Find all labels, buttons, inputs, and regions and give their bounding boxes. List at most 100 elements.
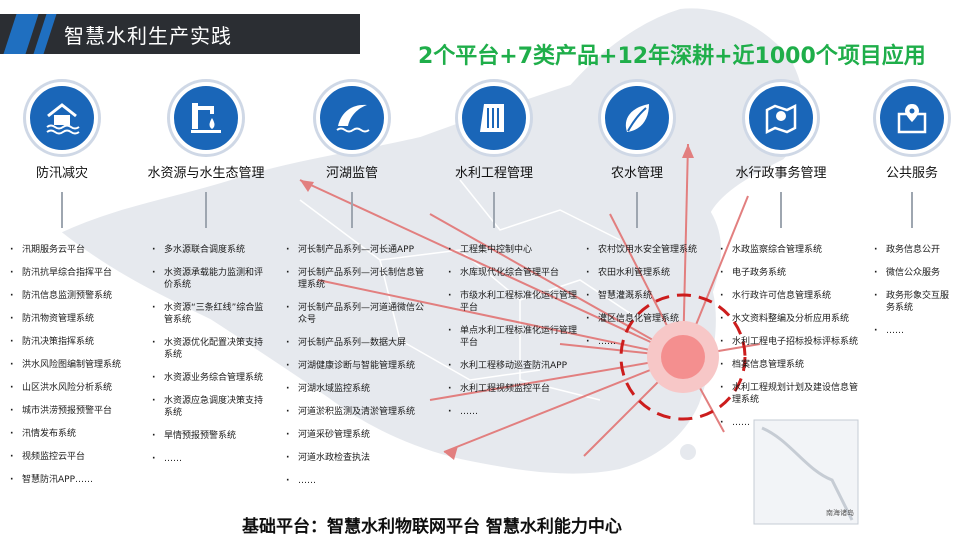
connector-line bbox=[205, 192, 207, 228]
list-item: …… bbox=[150, 453, 270, 465]
category-icon-circle bbox=[170, 82, 242, 154]
list-item: 智慧防汛APP…… bbox=[8, 474, 136, 486]
category-icon-circle bbox=[316, 82, 388, 154]
taiwan-shape bbox=[680, 444, 696, 460]
category-river-lake: 河湖监管 bbox=[282, 82, 422, 181]
list-item: …… bbox=[872, 325, 956, 337]
connector-line bbox=[61, 192, 63, 228]
list-item: 水利工程视频监控平台 bbox=[446, 383, 578, 395]
item-list: 农村饮用水安全管理系统 农田水利管理系统 智慧灌溉系统 灌区信息化管理系统 …… bbox=[584, 244, 718, 359]
category-water-resources: 水资源与水生态管理 bbox=[136, 82, 276, 181]
list-item: 工程集中控制中心 bbox=[446, 244, 578, 256]
inset-coast bbox=[761, 426, 854, 521]
category-icon-circle bbox=[458, 82, 530, 154]
category-label: 水行政事务管理 bbox=[735, 166, 827, 181]
list-item: 智慧灌溉系统 bbox=[584, 290, 718, 302]
list-item: 水资源优化配置决策支持系统 bbox=[150, 337, 270, 361]
list-item: 水利工程移动巡查防汛APP bbox=[446, 360, 578, 372]
south-sea-inset bbox=[753, 419, 859, 525]
connector-line bbox=[493, 192, 495, 228]
list-item: 政务信息公开 bbox=[872, 244, 956, 256]
connector-line bbox=[780, 192, 782, 228]
category-label: 防汛减灾 bbox=[35, 166, 88, 181]
flood-house-icon bbox=[46, 103, 80, 135]
list-item: 汛期服务云平台 bbox=[8, 244, 136, 256]
slogan: 2个平台+7类产品+12年深耕+近1000个项目应用 bbox=[418, 44, 926, 69]
inset-label: 南海诸岛 bbox=[826, 509, 854, 517]
list-item: 档案信息管理系统 bbox=[718, 359, 864, 371]
list-item: 水资源应急调度决策支持系统 bbox=[150, 395, 270, 419]
list-item: 河长制产品系列—河长通APP bbox=[284, 244, 424, 256]
list-item: 河长制产品系列—河道通微信公众号 bbox=[284, 302, 424, 326]
item-list: 汛期服务云平台 防汛抗旱综合指挥平台 防汛信息监测预警系统 防汛物资管理系统 防… bbox=[8, 244, 136, 497]
list-item: 河道水政检查执法 bbox=[284, 452, 424, 464]
location-map-icon bbox=[897, 104, 927, 134]
dam-icon bbox=[480, 104, 504, 132]
list-item: 河道采砂管理系统 bbox=[284, 429, 424, 441]
list-item: 农村饮用水安全管理系统 bbox=[584, 244, 718, 256]
list-item: 洪水风险图编制管理系统 bbox=[8, 359, 136, 371]
category-label: 河湖监管 bbox=[325, 166, 378, 181]
list-item: 水资源业务综合管理系统 bbox=[150, 372, 270, 384]
list-item: …… bbox=[584, 336, 718, 348]
title-stripe bbox=[33, 14, 57, 54]
footer-platforms: 基础平台：智慧水利物联网平台 智慧水利能力中心 bbox=[242, 517, 622, 537]
list-item: 水文资料整编及分析应用系统 bbox=[718, 313, 864, 325]
connector-line bbox=[636, 192, 638, 228]
list-item: 旱情预报预警系统 bbox=[150, 430, 270, 442]
category-icon-circle bbox=[601, 82, 673, 154]
category-hydraulic-engineering: 水利工程管理 bbox=[424, 82, 564, 181]
title-bar: 智慧水利生产实践 bbox=[0, 14, 360, 54]
list-item: 单点水利工程标准化运行管理平台 bbox=[446, 325, 578, 349]
river-lake-icon bbox=[336, 104, 370, 133]
list-item: 山区洪水风险分析系统 bbox=[8, 382, 136, 394]
category-icon-circle bbox=[745, 82, 817, 154]
list-item: 水库现代化综合管理平台 bbox=[446, 267, 578, 279]
item-list: 工程集中控制中心 水库现代化综合管理平台 市级水利工程标准化运行管理平台 单点水… bbox=[446, 244, 578, 429]
category-label: 农水管理 bbox=[610, 166, 663, 181]
list-item: 农田水利管理系统 bbox=[584, 267, 718, 279]
list-item: 防汛抗旱综合指挥平台 bbox=[8, 267, 136, 279]
list-item: 河湖健康诊断与智能管理系统 bbox=[284, 360, 424, 372]
water-tap-icon bbox=[191, 103, 221, 133]
arrow-heads bbox=[300, 144, 694, 460]
list-item: 汛情发布系统 bbox=[8, 428, 136, 440]
list-item: …… bbox=[446, 406, 578, 418]
list-item: 防汛决策指挥系统 bbox=[8, 336, 136, 348]
leaf-icon bbox=[625, 104, 649, 132]
item-list: 水政监察综合管理系统 电子政务系统 水行政许可信息管理系统 水文资料整编及分析应… bbox=[718, 244, 864, 440]
list-item: 微信公众服务 bbox=[872, 267, 956, 279]
title-stripe bbox=[3, 14, 39, 54]
list-item: 政务形象交互服务系统 bbox=[872, 290, 956, 314]
list-item: 市级水利工程标准化运行管理平台 bbox=[446, 290, 578, 314]
list-item: …… bbox=[284, 475, 424, 487]
item-list: 河长制产品系列—河长通APP 河长制产品系列—河长制信息管理系统 河长制产品系列… bbox=[284, 244, 424, 498]
list-item: 城市洪涝预报预警平台 bbox=[8, 405, 136, 417]
category-label: 水资源与水生态管理 bbox=[147, 166, 265, 181]
list-item: 河湖水域监控系统 bbox=[284, 383, 424, 395]
list-item: 电子政务系统 bbox=[718, 267, 864, 279]
connector-line bbox=[351, 192, 353, 228]
list-item: 水行政许可信息管理系统 bbox=[718, 290, 864, 302]
connector-line bbox=[911, 192, 913, 228]
list-item: 水利工程规划计划及建设信息管理系统 bbox=[718, 382, 864, 406]
category-icon-circle bbox=[26, 82, 98, 154]
list-item: …… bbox=[718, 417, 864, 429]
item-list: 政务信息公开 微信公众服务 政务形象交互服务系统 …… bbox=[872, 244, 956, 348]
list-item: 河长制产品系列—河长制信息管理系统 bbox=[284, 267, 424, 291]
map-pin-icon bbox=[765, 103, 797, 135]
category-icon-circle bbox=[876, 82, 948, 154]
list-item: 水资源“三条红线”综合监管系统 bbox=[150, 302, 270, 326]
category-label: 水利工程管理 bbox=[454, 166, 533, 181]
category-public-service: 公共服务 bbox=[842, 82, 960, 181]
list-item: 河长制产品系列—数据大屏 bbox=[284, 337, 424, 349]
page-title: 智慧水利生产实践 bbox=[64, 24, 232, 48]
list-item: 多水源联合调度系统 bbox=[150, 244, 270, 256]
list-item: 视频监控云平台 bbox=[8, 451, 136, 463]
list-item: 防汛物资管理系统 bbox=[8, 313, 136, 325]
category-flood: 防汛减灾 bbox=[0, 82, 132, 181]
list-item: 水利工程电子招标投标评标系统 bbox=[718, 336, 864, 348]
category-label: 公共服务 bbox=[885, 166, 938, 181]
list-item: 灌区信息化管理系统 bbox=[584, 313, 718, 325]
